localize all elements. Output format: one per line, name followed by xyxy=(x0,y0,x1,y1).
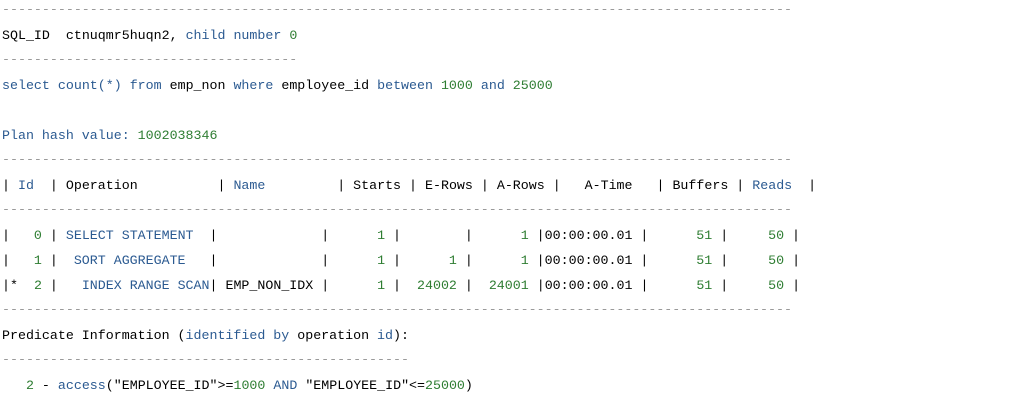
row-id: 2 xyxy=(33,278,42,293)
row-starts: 1 xyxy=(377,228,386,243)
row-reads: 50 xyxy=(768,278,785,293)
row-buffers: 51 xyxy=(696,253,713,268)
predicate-value: 1000 xyxy=(233,378,266,393)
plan-table-header: | Id | Operation | Name | Starts | E-Row… xyxy=(2,178,817,193)
separator-line: ------------------------------------- xyxy=(2,52,298,67)
col-header-arows: A-Rows xyxy=(496,178,545,193)
child-number-value: 0 xyxy=(289,28,298,43)
range-high: 25000 xyxy=(512,78,553,93)
predicate-operator: <= xyxy=(409,378,426,393)
keyword-select: select xyxy=(2,78,50,93)
row-arows: 1 xyxy=(520,228,529,243)
table-name: emp_non xyxy=(169,78,226,93)
row-buffers: 51 xyxy=(696,228,713,243)
row-buffers: 51 xyxy=(696,278,713,293)
col-header-operation: Operation xyxy=(65,178,138,193)
col-header-id: Id xyxy=(17,178,34,193)
predicate-id: 2 xyxy=(25,378,34,393)
row-reads: 50 xyxy=(768,228,785,243)
predicate-column: "EMPLOYEE_ID" xyxy=(113,378,218,393)
separator-line: ----------------------------------------… xyxy=(2,352,409,367)
column-name: employee_id xyxy=(281,78,370,93)
predicate-operator: >= xyxy=(217,378,234,393)
separator-line: ----------------------------------------… xyxy=(2,202,792,217)
sql-id-line: SQL_ID ctnuqmr5huqn2, child number 0 xyxy=(2,28,297,44)
sql-query-line: select count(*) from emp_non where emplo… xyxy=(2,78,553,94)
row-operation: INDEX RANGE SCAN xyxy=(81,278,210,293)
row-erows: 24002 xyxy=(417,278,457,293)
row-arows: 24001 xyxy=(488,278,529,293)
sql-id-label: SQL_ID xyxy=(2,28,50,43)
plan-hash-line: Plan hash value: 1002038346 xyxy=(2,128,217,144)
predicate-value: 25000 xyxy=(425,378,465,393)
predicate-column: "EMPLOYEE_ID" xyxy=(305,378,410,393)
predicate-title-keyword: identified by xyxy=(185,328,290,343)
col-header-buffers: Buffers xyxy=(672,178,729,193)
predicate-access-keyword: access xyxy=(57,378,106,393)
predicate-line: 2 - access("EMPLOYEE_ID">=1000 AND "EMPL… xyxy=(25,378,473,393)
row-arows: 1 xyxy=(520,253,529,268)
row-erows: 1 xyxy=(448,253,457,268)
table-row: |* 2 | INDEX RANGE SCAN| EMP_NON_IDX | 1… xyxy=(2,278,801,293)
row-starts: 1 xyxy=(377,253,386,268)
row-id: 1 xyxy=(33,253,42,268)
row-atime: 00:00:00.01 xyxy=(544,228,633,243)
col-header-name: Name xyxy=(233,178,266,193)
predicate-title-text-3: ): xyxy=(393,328,409,343)
sql-id-value: ctnuqmr5huqn2, xyxy=(65,28,178,43)
separator-line: ----------------------------------------… xyxy=(2,152,792,167)
range-low: 1000 xyxy=(440,78,473,93)
keyword-where: where xyxy=(233,78,274,93)
keyword-from: from xyxy=(129,78,162,93)
col-header-reads: Reads xyxy=(752,178,793,193)
predicate-title-text-2: operation xyxy=(289,328,378,343)
row-predicate-marker: * xyxy=(9,278,18,293)
separator-line: ----------------------------------------… xyxy=(2,2,792,17)
col-header-atime: A-Time xyxy=(584,178,633,193)
table-row: | 1 | SORT AGGREGATE | | 1 | 1 | 1 |00:0… xyxy=(2,253,801,268)
row-operation: SORT AGGREGATE xyxy=(73,253,186,268)
table-row: | 0 | SELECT STATEMENT | | 1 | | 1 |00:0… xyxy=(2,228,801,243)
predicate-title-keyword-2: id xyxy=(377,328,394,343)
col-header-erows: E-Rows xyxy=(425,178,473,193)
row-atime: 00:00:00.01 xyxy=(544,278,633,293)
row-id: 0 xyxy=(33,228,42,243)
plan-hash-label: Plan hash value: xyxy=(2,128,130,143)
row-name: EMP_NON_IDX xyxy=(225,278,314,293)
keyword-between: between xyxy=(377,78,433,93)
function-count: count(*) xyxy=(57,78,122,93)
predicate-and-keyword: AND xyxy=(273,378,298,393)
predicate-title-text: Predicate Information ( xyxy=(2,328,186,343)
row-operation: SELECT STATEMENT xyxy=(65,228,194,243)
separator-line: ----------------------------------------… xyxy=(2,302,792,317)
col-header-starts: Starts xyxy=(353,178,402,193)
row-atime: 00:00:00.01 xyxy=(544,253,633,268)
plan-hash-value: 1002038346 xyxy=(137,128,218,143)
row-starts: 1 xyxy=(377,278,386,293)
child-number-label: child number xyxy=(185,28,282,43)
row-reads: 50 xyxy=(768,253,785,268)
keyword-and: and xyxy=(480,78,505,93)
predicate-title: Predicate Information (identified by ope… xyxy=(2,328,409,344)
